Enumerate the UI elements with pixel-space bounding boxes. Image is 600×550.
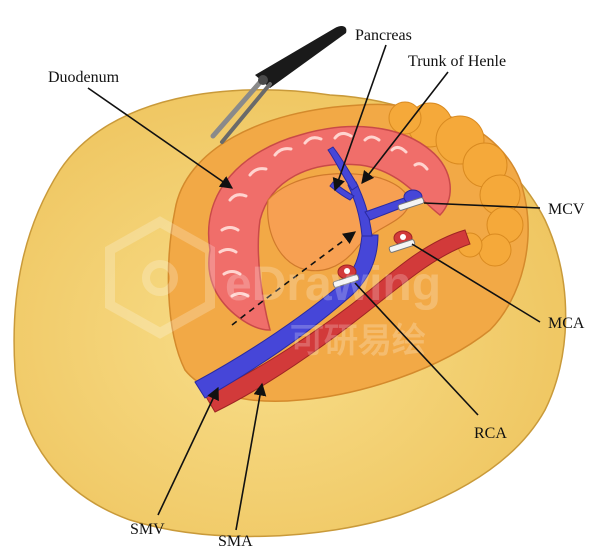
mcv-leader [423,202,541,209]
sma-leader [235,382,267,531]
label-smv: SMV [130,521,165,538]
duodenum-leader [87,87,234,189]
label-duodenum: Duodenum [48,69,120,86]
mca-leader [411,243,541,323]
vessel-clip-icon [397,197,425,211]
rca-stump [332,264,360,288]
hexagon-logo-icon [105,216,215,339]
label-rca: RCA [474,425,507,442]
forceps-icon [210,25,347,144]
mca-stump [388,230,416,253]
duodenum-folds [218,131,429,298]
label-trunk-of-henle: Trunk of Henle [408,53,506,70]
watermark-chinese: 可研易绘 [290,322,426,360]
pancreas-leader [332,44,387,192]
trunk-of-henle-leader [361,71,449,185]
duodenum [207,125,451,331]
label-mca: MCA [548,315,585,332]
watermark-latin: eDrawing [225,258,441,311]
vessel-clip-icon [388,239,416,253]
smv-vein [194,234,379,399]
watermark: eDrawing 可研易绘 [105,216,441,360]
label-sma: SMA [218,533,253,550]
rca-leader [354,282,479,416]
sma-artery [204,229,471,413]
mcv-stump [397,189,425,211]
smv-leader [157,386,219,516]
dissection-direction-arrow [231,231,357,326]
vessel-clip-icon [332,274,360,288]
fat-tissue [388,101,524,267]
label-pancreas: Pancreas [355,27,412,44]
leader-lines [87,44,541,531]
label-mcv: MCV [548,201,585,218]
